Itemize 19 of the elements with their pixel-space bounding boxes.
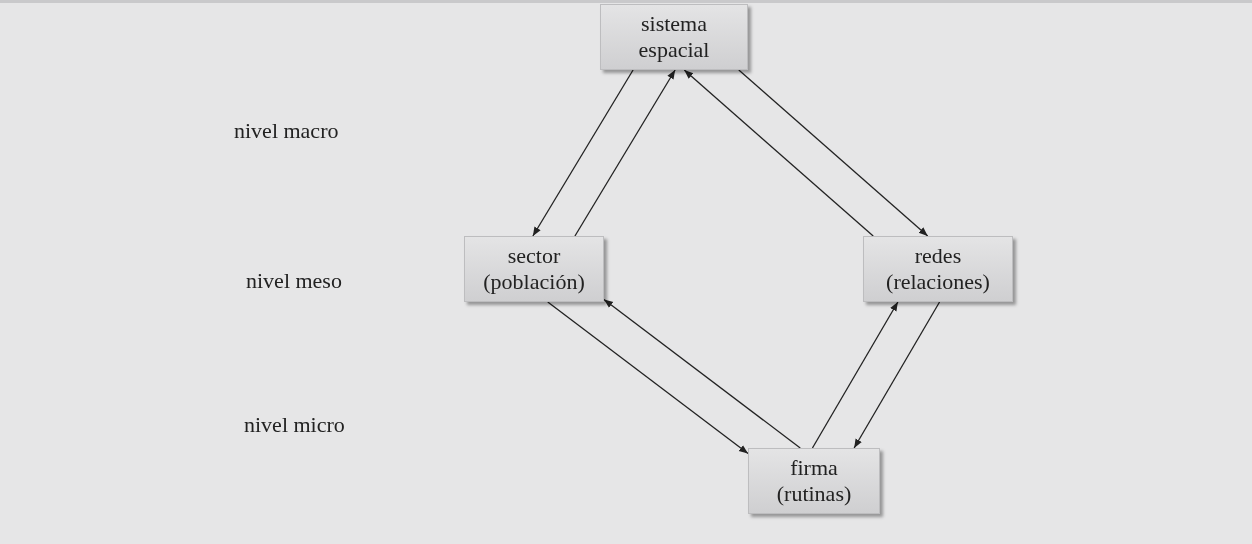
box-label: sistema espacial: [637, 11, 711, 63]
concept-box: [748, 448, 880, 514]
concept-box: [863, 236, 1013, 302]
level-label: nivel meso: [246, 268, 342, 294]
arrow: [603, 298, 801, 449]
arrow: [738, 69, 929, 237]
arrow: [683, 69, 874, 237]
arrow: [853, 301, 941, 449]
arrow: [574, 69, 676, 237]
arrow: [532, 69, 634, 237]
concept-box: [464, 236, 604, 302]
level-label: nivel micro: [244, 412, 345, 438]
box-label: sector (población): [482, 243, 586, 295]
arrow: [547, 301, 749, 455]
box-label: firma (rutinas): [775, 455, 853, 507]
arrow: [811, 301, 899, 449]
level-label: nivel macro: [234, 118, 339, 144]
box-label: redes (relaciones): [885, 243, 991, 295]
concept-box: [600, 4, 748, 70]
